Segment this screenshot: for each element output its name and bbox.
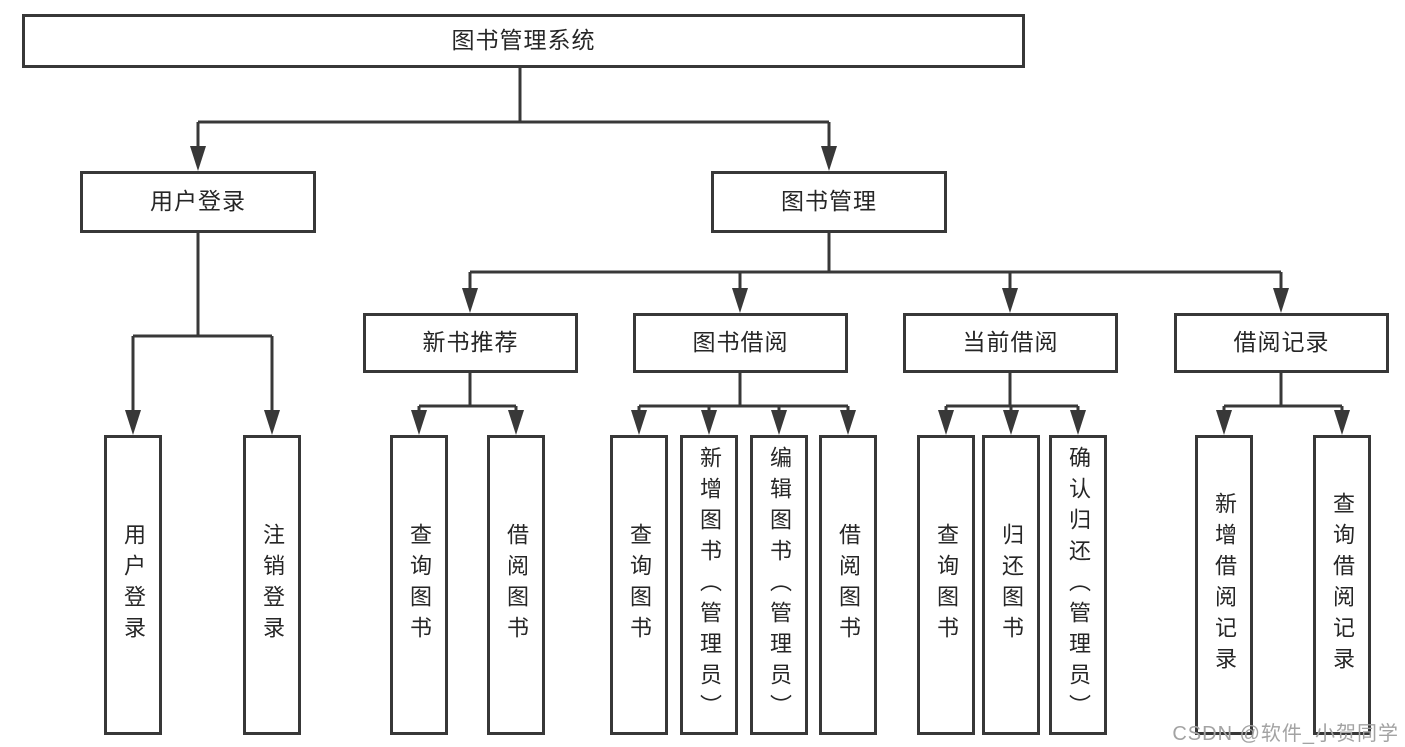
node-current-borrowing: 当前借阅 xyxy=(903,313,1118,373)
watermark: CSDN @软件_小贺同学 xyxy=(1172,723,1399,745)
leaf-add-books-admin: 新增图书（管理员） xyxy=(680,435,738,735)
leaf-logout: 注销登录 xyxy=(243,435,301,735)
node-user-login: 用户登录 xyxy=(80,171,316,233)
leaf-user-login: 用户登录 xyxy=(104,435,162,735)
leaf-add-borrow-record: 新增借阅记录 xyxy=(1195,435,1253,735)
leaf-edit-books-admin: 编辑图书（管理员） xyxy=(750,435,808,735)
leaf-borrow-books: 借阅图书 xyxy=(819,435,877,735)
leaf-return-books: 归还图书 xyxy=(982,435,1040,735)
leaf-recommend-query-books: 查询图书 xyxy=(390,435,448,735)
leaf-confirm-return-admin: 确认归还（管理员） xyxy=(1049,435,1107,735)
leaf-borrow-query-books: 查询图书 xyxy=(610,435,668,735)
node-new-book-recommendation: 新书推荐 xyxy=(363,313,578,373)
node-borrowing-records: 借阅记录 xyxy=(1174,313,1389,373)
node-book-management: 图书管理 xyxy=(711,171,947,233)
leaf-query-borrow-record: 查询借阅记录 xyxy=(1313,435,1371,735)
leaf-current-query-books: 查询图书 xyxy=(917,435,975,735)
node-library-management-system: 图书管理系统 xyxy=(22,14,1025,68)
leaf-recommend-borrow-books: 借阅图书 xyxy=(487,435,545,735)
node-book-borrowing: 图书借阅 xyxy=(633,313,848,373)
